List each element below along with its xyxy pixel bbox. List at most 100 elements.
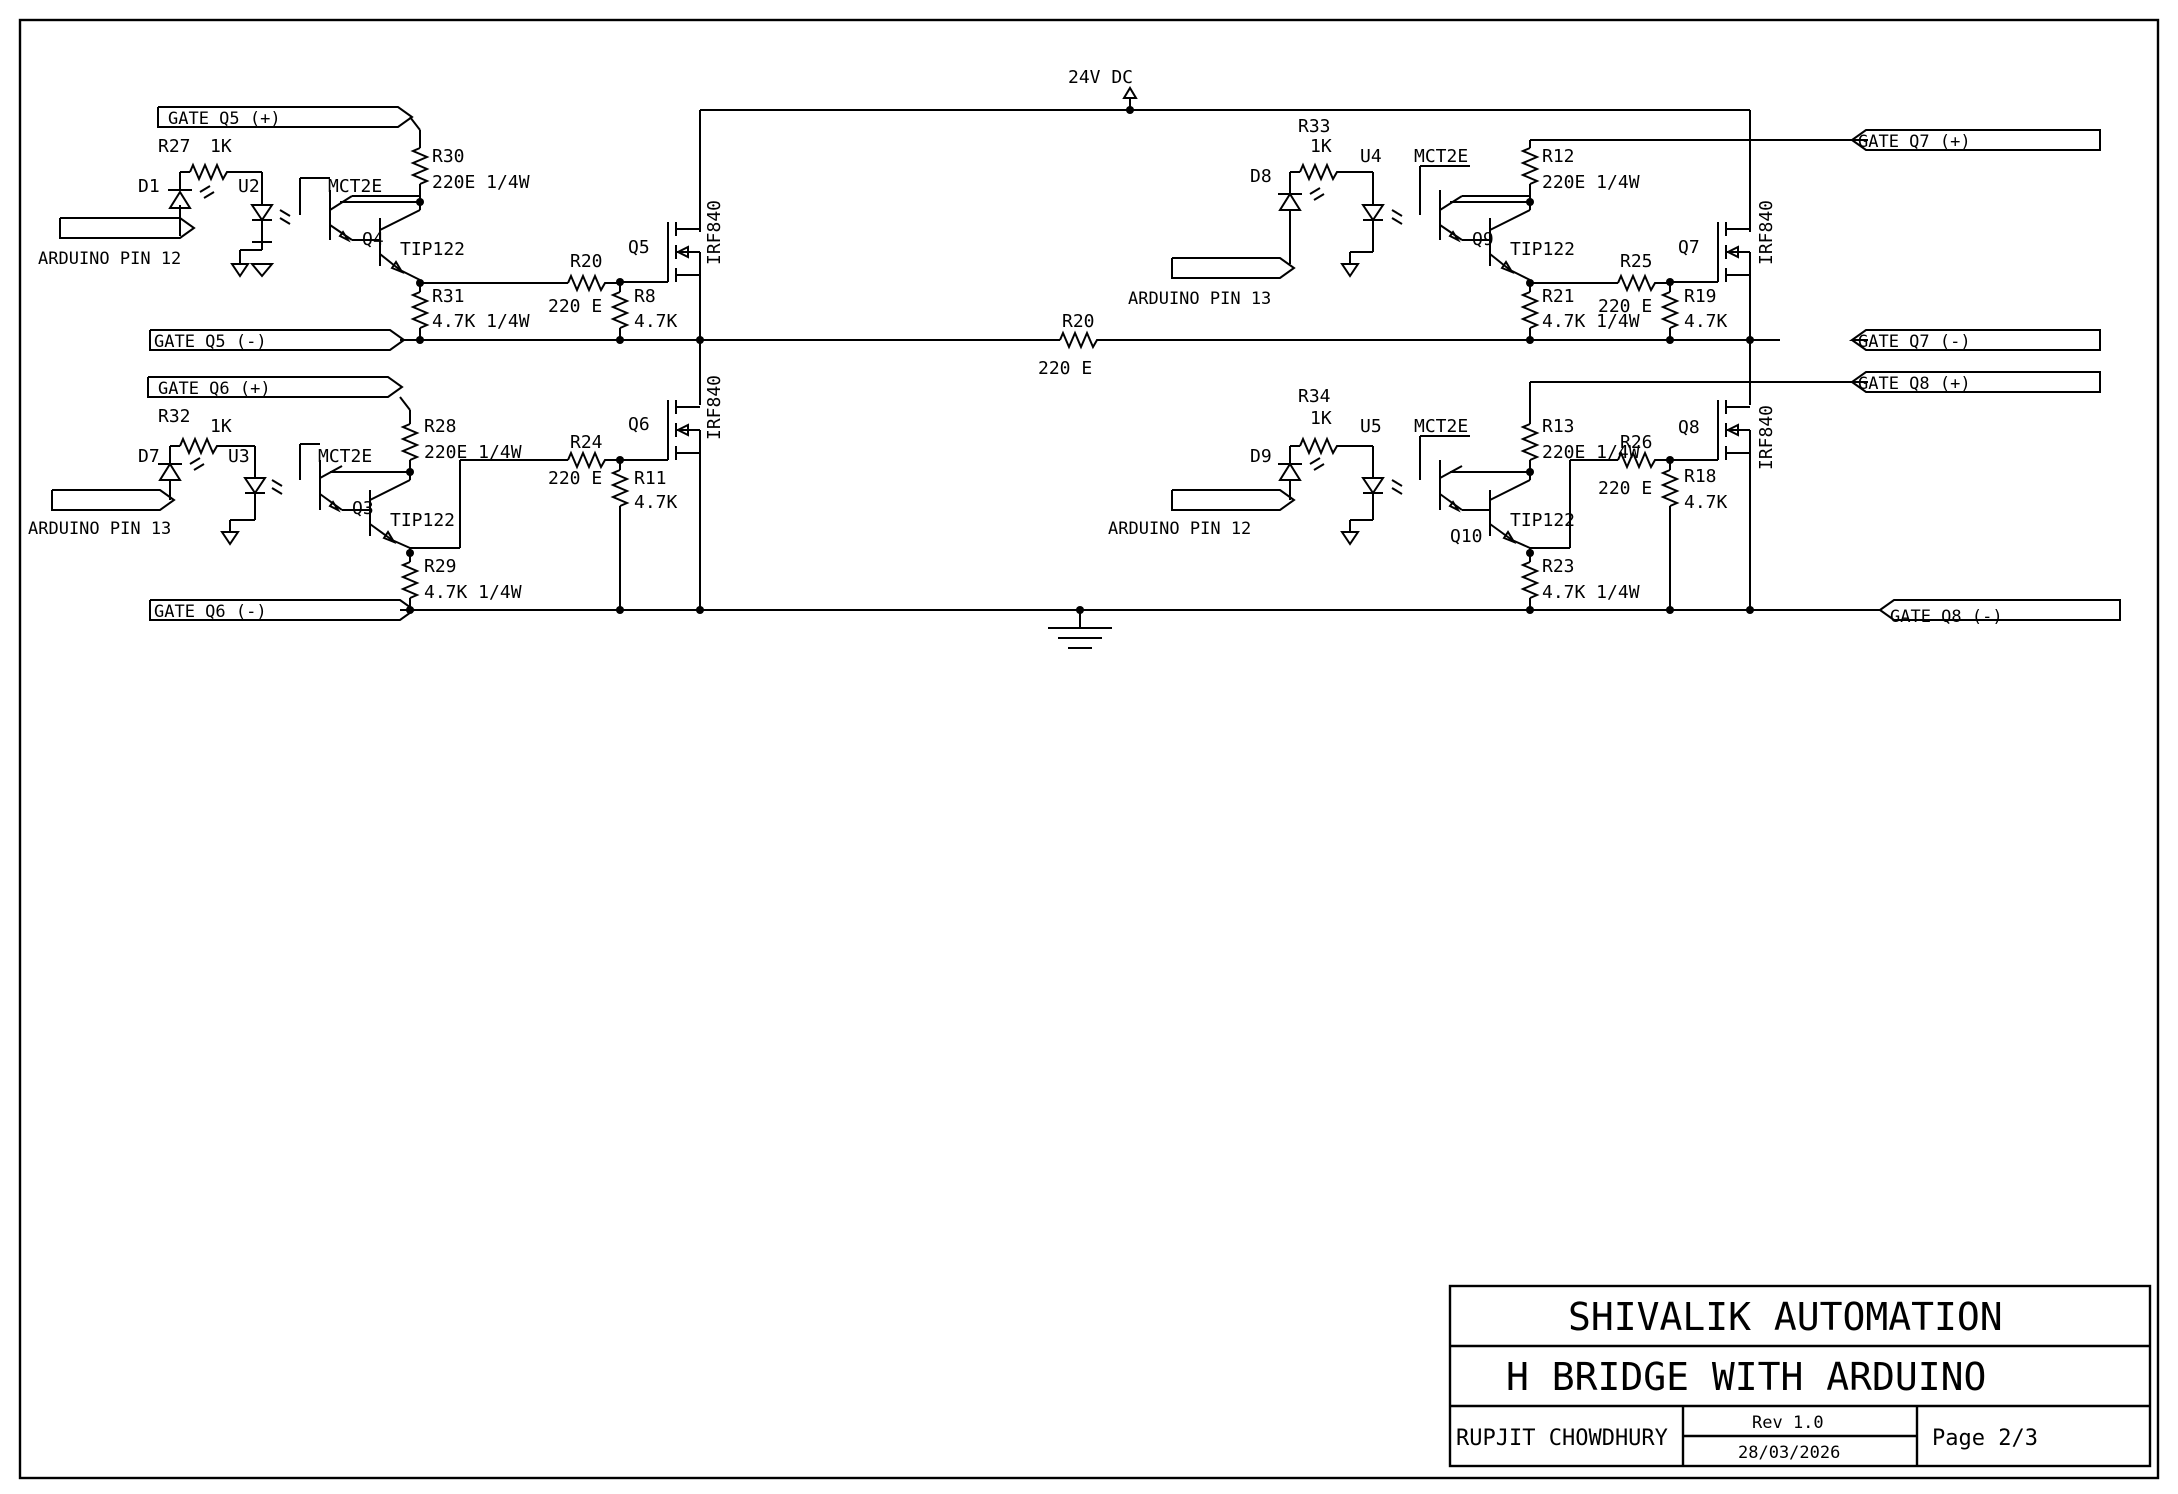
u2-ref: U2 <box>238 176 260 197</box>
r33-ref: R33 <box>1298 116 1331 137</box>
r33-value: 1K <box>1310 136 1332 157</box>
driver-top-left <box>59 106 630 351</box>
r20a-value: 220 E <box>548 296 602 317</box>
r32-ref: R32 <box>158 406 191 427</box>
title-date: 28/03/2026 <box>1738 1443 1840 1463</box>
mct-tl: MCT2E <box>328 176 382 197</box>
port-gate-q6-neg: GATE Q6 (-) <box>154 602 267 622</box>
q8-part: IRF840 <box>1756 405 1777 470</box>
port-arduino-br: ARDUINO PIN 12 <box>1108 519 1251 539</box>
u4-ref: U4 <box>1360 146 1382 167</box>
u3-ref: U3 <box>228 446 250 467</box>
mct-tr: MCT2E <box>1414 146 1468 167</box>
r12-value: 220E 1/4W <box>1542 172 1640 193</box>
r21-ref: R21 <box>1542 286 1575 307</box>
u5-ref: U5 <box>1360 416 1382 437</box>
q4-ref: Q4 <box>362 229 384 250</box>
q3-ref: Q3 <box>352 498 374 519</box>
driver-bottom-right <box>1171 371 2121 621</box>
r34-value: 1K <box>1310 408 1332 429</box>
r8-ref: R8 <box>634 286 656 307</box>
title-rev: Rev 1.0 <box>1752 1413 1824 1433</box>
r28-ref: R28 <box>424 416 457 437</box>
r32-value: 1K <box>210 416 232 437</box>
q5-part: IRF840 <box>704 200 725 265</box>
r26-ref: R26 <box>1620 432 1653 453</box>
q9-ref: Q9 <box>1472 229 1494 250</box>
r19-value: 4.7K <box>1684 311 1728 332</box>
r19-ref: R19 <box>1684 286 1717 307</box>
r25-value: 220 E <box>1598 296 1652 317</box>
q7-ref: Q7 <box>1678 237 1700 258</box>
r20b-ref: R20 <box>1062 311 1095 332</box>
r27-ref: R27 <box>158 136 191 157</box>
r20a-ref: R20 <box>570 251 603 272</box>
port-gate-q8-pos: GATE Q8 (+) <box>1858 374 1971 394</box>
r21-value: 4.7K 1/4W <box>1542 311 1640 332</box>
q6-ref: Q6 <box>628 414 650 435</box>
port-arduino-tl: ARDUINO PIN 12 <box>38 249 181 269</box>
r24-ref: R24 <box>570 432 603 453</box>
r30-ref: R30 <box>432 146 465 167</box>
tip-bl: TIP122 <box>390 510 455 531</box>
r24-value: 220 E <box>548 468 602 489</box>
bridge-power-wiring <box>400 86 1880 649</box>
r13-value: 220E 1/4W <box>1542 442 1640 463</box>
r28-value: 220E 1/4W <box>424 442 522 463</box>
r8-value: 4.7K <box>634 311 678 332</box>
r26-value: 220 E <box>1598 478 1652 499</box>
mosfet-q8 <box>1670 400 1751 461</box>
r18-ref: R18 <box>1684 466 1717 487</box>
r30-value: 220E 1/4W <box>432 172 530 193</box>
port-gate-q5-pos: GATE Q5 (+) <box>168 109 281 129</box>
driver-top-right <box>1171 129 2101 351</box>
r20b-value: 220 E <box>1038 358 1092 379</box>
supply-label: 24V DC <box>1068 67 1133 88</box>
mosfet-q7 <box>1670 222 1751 283</box>
driver-bottom-left <box>51 376 630 621</box>
r34-ref: R34 <box>1298 386 1331 407</box>
d1-ref: D1 <box>138 176 160 197</box>
port-gate-q8-neg: GATE Q8 (-) <box>1890 607 2003 627</box>
port-arduino-bl: ARDUINO PIN 13 <box>28 519 171 539</box>
q10-ref: Q10 <box>1450 526 1483 547</box>
mosfet-q5 <box>620 222 701 283</box>
tip-tl: TIP122 <box>400 239 465 260</box>
port-arduino-tr: ARDUINO PIN 13 <box>1128 289 1271 309</box>
mct-bl: MCT2E <box>318 446 372 467</box>
r27-value: 1K <box>210 136 232 157</box>
port-gate-q7-neg: GATE Q7 (-) <box>1858 332 1971 352</box>
port-gate-q7-pos: GATE Q7 (+) <box>1858 132 1971 152</box>
mosfet-q6 <box>620 400 701 461</box>
r29-value: 4.7K 1/4W <box>424 582 522 603</box>
q6-part: IRF840 <box>704 375 725 440</box>
title-drawing: H BRIDGE WITH ARDUINO <box>1506 1355 1986 1399</box>
d8-ref: D8 <box>1250 166 1272 187</box>
port-gate-q6-pos: GATE Q6 (+) <box>158 379 271 399</box>
sheet-border <box>18 18 2160 1480</box>
r11-value: 4.7K <box>634 492 678 513</box>
q8-ref: Q8 <box>1678 417 1700 438</box>
r11-ref: R11 <box>634 468 667 489</box>
r13-ref: R13 <box>1542 416 1575 437</box>
tip-br: TIP122 <box>1510 510 1575 531</box>
d7-ref: D7 <box>138 446 160 467</box>
q7-part: IRF840 <box>1756 200 1777 265</box>
title-company: SHIVALIK AUTOMATION <box>1568 1295 2003 1339</box>
title-page: Page 2/3 <box>1932 1426 2038 1451</box>
r18-value: 4.7K <box>1684 492 1728 513</box>
title-author: RUPJIT CHOWDHURY <box>1456 1426 1668 1451</box>
r23-ref: R23 <box>1542 556 1575 577</box>
r23-value: 4.7K 1/4W <box>1542 582 1640 603</box>
r29-ref: R29 <box>424 556 457 577</box>
title-block <box>1448 1284 2152 1468</box>
r25-ref: R25 <box>1620 251 1653 272</box>
d9-ref: D9 <box>1250 446 1272 467</box>
r31-ref: R31 <box>432 286 465 307</box>
r12-ref: R12 <box>1542 146 1575 167</box>
q5-ref: Q5 <box>628 237 650 258</box>
port-gate-q5-neg: GATE Q5 (-) <box>154 332 267 352</box>
r31-value: 4.7K 1/4W <box>432 311 530 332</box>
